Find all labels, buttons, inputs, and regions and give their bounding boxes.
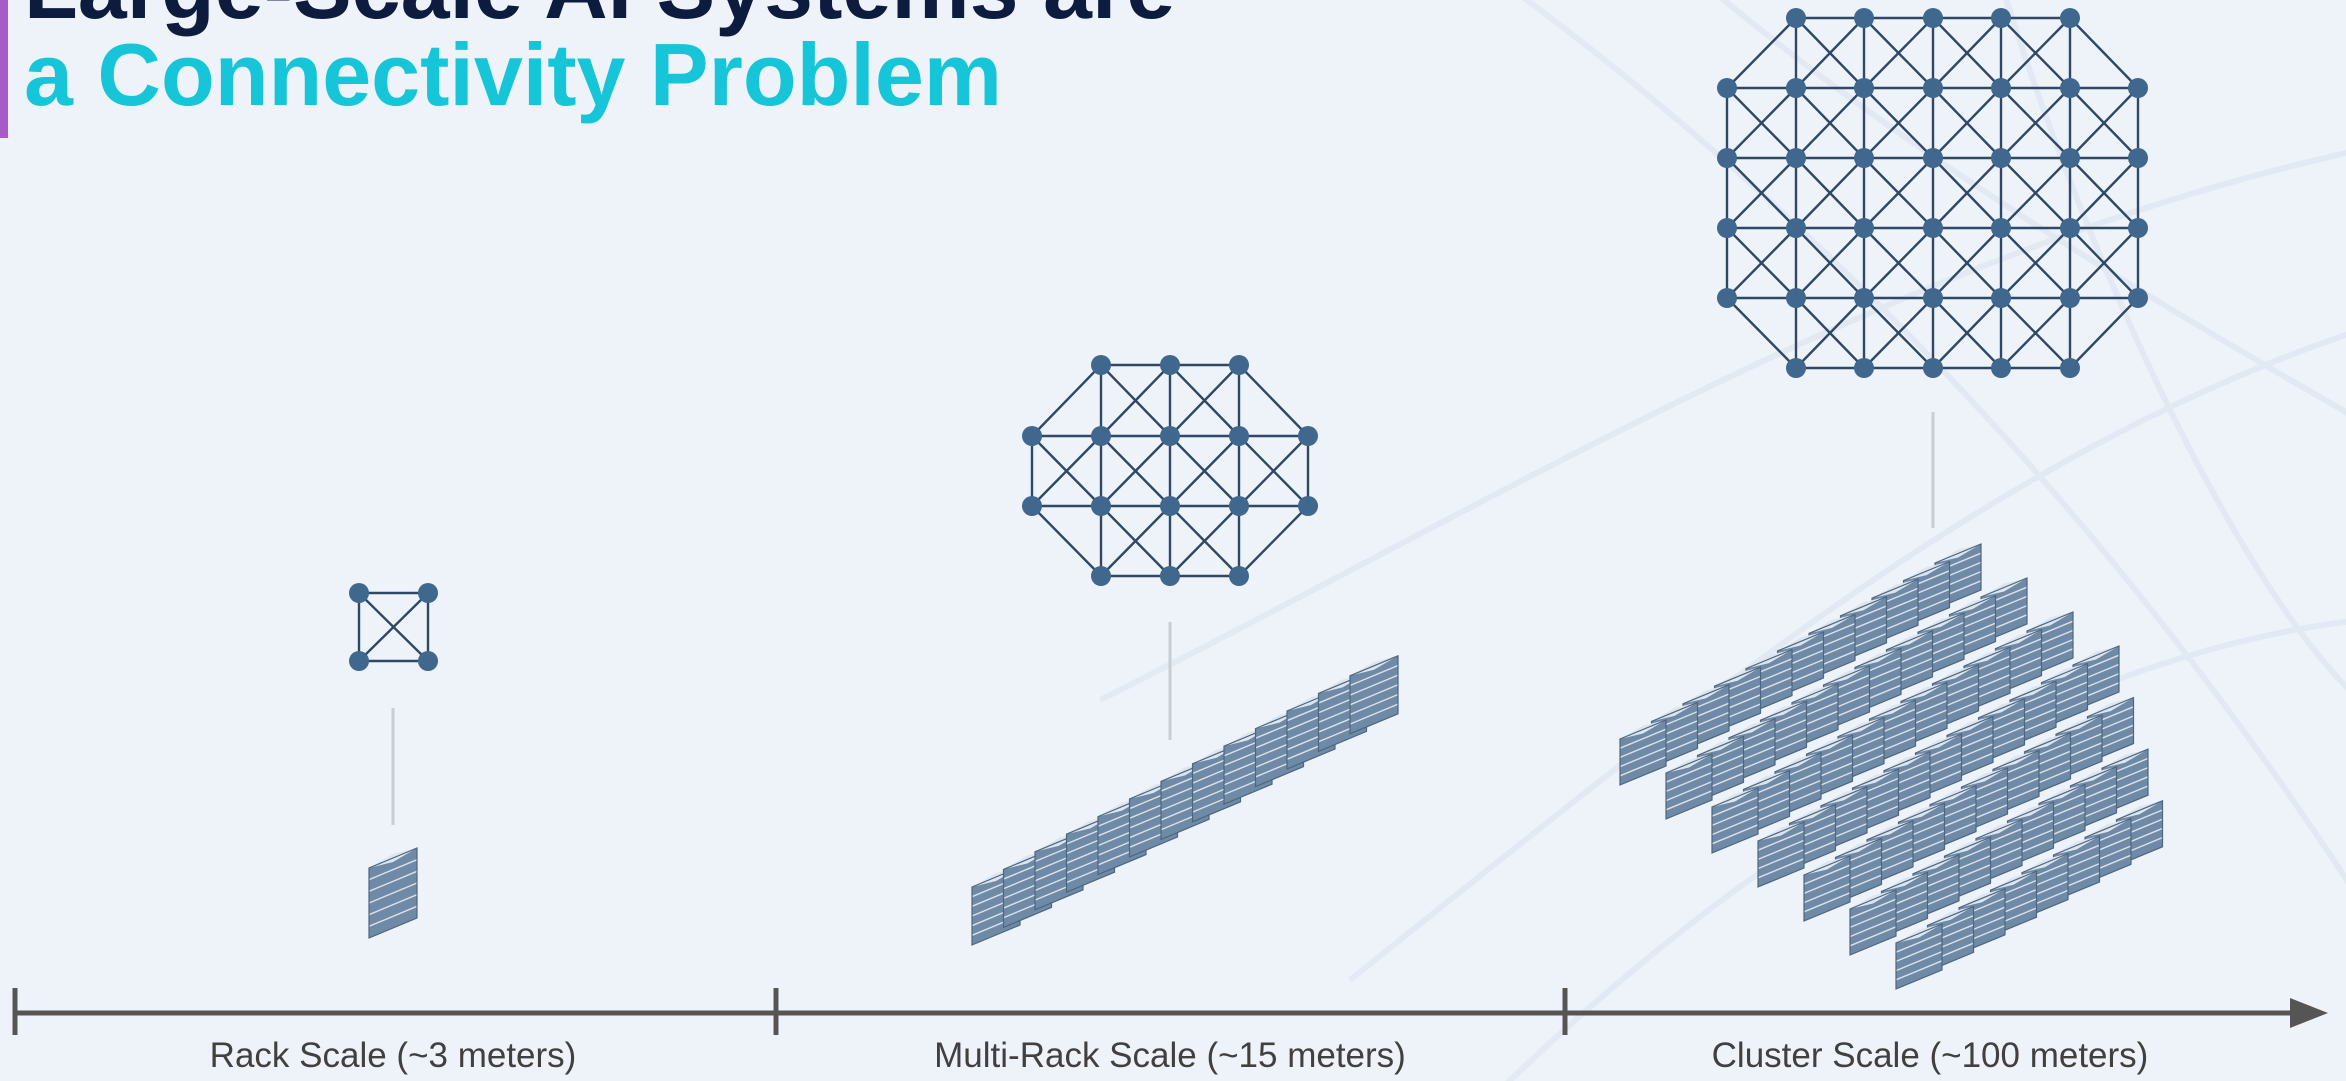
network-node bbox=[1091, 496, 1111, 516]
server-stack bbox=[1757, 821, 1805, 888]
slide-title-line-2: a Connectivity Problem bbox=[24, 25, 1003, 124]
server-stack bbox=[1895, 923, 1943, 990]
network-node bbox=[1923, 358, 1943, 378]
network-node bbox=[1854, 288, 1874, 308]
network-node bbox=[1854, 148, 1874, 168]
network-node bbox=[1786, 8, 1806, 28]
axis-arrow-icon bbox=[2290, 998, 2328, 1028]
network-node bbox=[2060, 148, 2080, 168]
axis-label-multi-rack: Multi-Rack Scale (~15 meters) bbox=[934, 1036, 1406, 1075]
network-node bbox=[1991, 78, 2011, 98]
network-node bbox=[2060, 358, 2080, 378]
network-node bbox=[2060, 78, 2080, 98]
network-node bbox=[1091, 566, 1111, 586]
server-stack bbox=[1926, 905, 1975, 973]
network-node bbox=[1160, 566, 1180, 586]
network-node bbox=[1717, 288, 1737, 308]
server-stack bbox=[368, 847, 418, 939]
network-node bbox=[1160, 496, 1180, 516]
network-node bbox=[1298, 426, 1318, 446]
network-node bbox=[1854, 218, 1874, 238]
network-node bbox=[2128, 78, 2148, 98]
network-node bbox=[418, 583, 438, 603]
network-node bbox=[349, 583, 369, 603]
network-node bbox=[1854, 8, 1874, 28]
network-node bbox=[1854, 358, 1874, 378]
server-stack bbox=[1349, 654, 1399, 735]
network-node bbox=[1229, 426, 1249, 446]
network-node bbox=[1229, 355, 1249, 375]
network-node bbox=[1091, 355, 1111, 375]
axis-label-cluster: Cluster Scale (~100 meters) bbox=[1711, 1036, 2149, 1075]
network-node bbox=[1786, 148, 1806, 168]
network-node bbox=[1786, 288, 1806, 308]
network-node bbox=[2128, 288, 2148, 308]
slide-title-line-1: Large-Scale AI Systems are bbox=[24, 0, 1175, 32]
network-node bbox=[1717, 148, 1737, 168]
network-node bbox=[1298, 496, 1318, 516]
network-node bbox=[1854, 78, 1874, 98]
network-node bbox=[2060, 8, 2080, 28]
network-node bbox=[2128, 218, 2148, 238]
single-rack-icon bbox=[368, 847, 418, 939]
server-stack bbox=[1711, 787, 1759, 854]
network-node bbox=[1991, 218, 2011, 238]
network-node bbox=[1991, 358, 2011, 378]
network-node bbox=[1923, 78, 1943, 98]
medium-mesh-network bbox=[1022, 355, 1318, 586]
server-stack bbox=[1849, 889, 1897, 956]
network-node bbox=[1991, 148, 2011, 168]
network-node bbox=[1923, 148, 1943, 168]
network-node bbox=[1160, 426, 1180, 446]
server-stack bbox=[1917, 612, 1965, 680]
axis-label-rack: Rack Scale (~3 meters) bbox=[209, 1036, 577, 1075]
network-node bbox=[1229, 496, 1249, 516]
network-node bbox=[1786, 78, 1806, 98]
large-mesh-network bbox=[1717, 8, 2148, 378]
network-node bbox=[349, 651, 369, 671]
network-node bbox=[1786, 358, 1806, 378]
network-node bbox=[418, 651, 438, 671]
network-node bbox=[1923, 288, 1943, 308]
network-node bbox=[1229, 566, 1249, 586]
rack-cluster-icon bbox=[1619, 543, 2164, 990]
network-node bbox=[2128, 148, 2148, 168]
network-node bbox=[2060, 218, 2080, 238]
network-node bbox=[1717, 218, 1737, 238]
network-node bbox=[1991, 8, 2011, 28]
title-accent-bar bbox=[0, 0, 8, 138]
network-node bbox=[2060, 288, 2080, 308]
server-stack bbox=[1619, 719, 1667, 786]
scale-axis bbox=[12, 988, 2328, 1035]
network-node bbox=[1160, 355, 1180, 375]
small-mesh-network bbox=[349, 583, 438, 671]
network-node bbox=[1923, 218, 1943, 238]
network-node bbox=[1717, 78, 1737, 98]
network-node bbox=[1991, 288, 2011, 308]
server-stack bbox=[1665, 753, 1713, 820]
network-node bbox=[1022, 426, 1042, 446]
network-node bbox=[1923, 8, 1943, 28]
network-node bbox=[1022, 496, 1042, 516]
rack-row-icon bbox=[971, 654, 1399, 946]
network-node bbox=[1091, 426, 1111, 446]
server-stack bbox=[1803, 855, 1851, 922]
network-node bbox=[1786, 218, 1806, 238]
